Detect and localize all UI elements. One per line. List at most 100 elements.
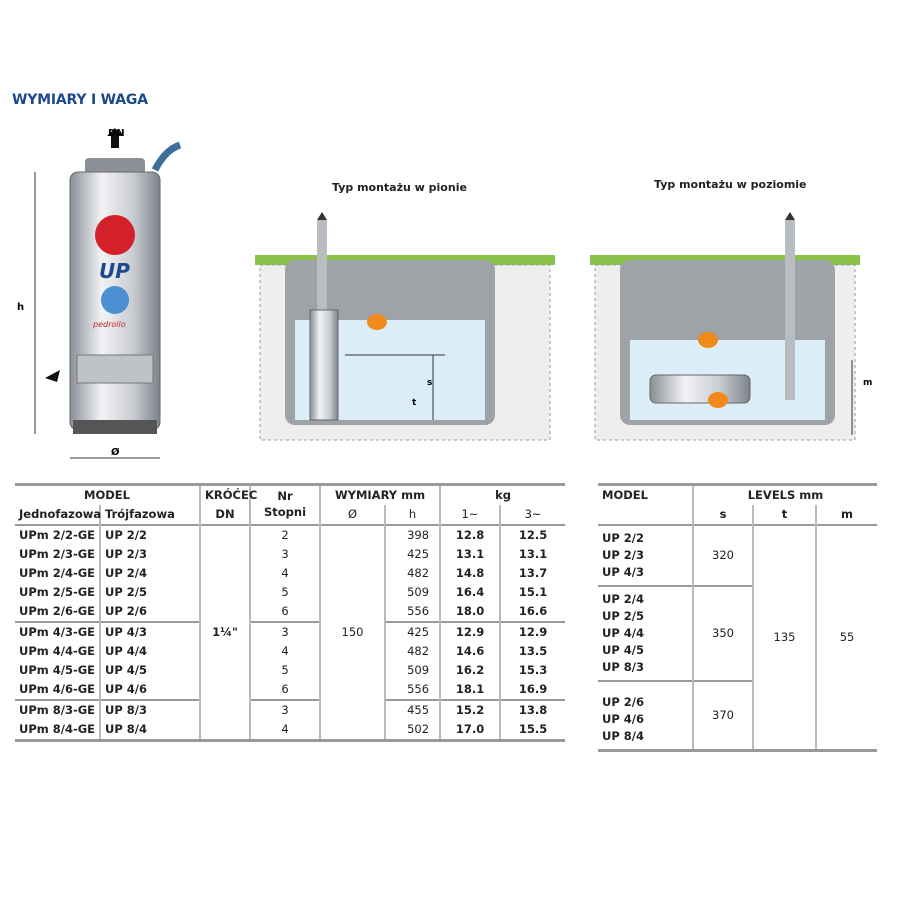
levels-header-t: t — [752, 505, 816, 525]
three-phase-model: UP 4/6 — [98, 680, 201, 700]
weight-single-phase: 16.4 — [439, 583, 501, 602]
weight-three-phase: 16.6 — [499, 602, 566, 622]
single-phase-model: UPm 2/6-GE — [19, 604, 96, 618]
dn-label: DN — [108, 128, 125, 139]
height-value: 482 — [384, 564, 441, 583]
levels-header-levels: LEVELS mm — [691, 484, 878, 505]
outlet-dn-value: 1¼" — [199, 525, 251, 741]
weight-single-phase: 14.8 — [439, 564, 501, 583]
t-label: t — [412, 398, 417, 408]
height-value: 556 — [384, 680, 441, 700]
single-phase-model: UPm 2/4-GE — [19, 566, 96, 580]
weight-three-phase: 15.3 — [499, 661, 566, 680]
height-value: 425 — [384, 621, 441, 642]
levels-model: UP 2/4 — [602, 592, 644, 606]
weight-three-phase: 16.9 — [499, 680, 566, 700]
height-value: 482 — [384, 642, 441, 661]
pump-drawing: UP pedrollo DN h Ø — [17, 128, 182, 459]
weight-three-phase: 13.8 — [499, 699, 566, 720]
header-weight: kg — [439, 484, 566, 505]
stages-value: 3 — [249, 545, 321, 564]
m-label: m — [863, 378, 872, 388]
three-phase-model: UP 8/3 — [98, 699, 201, 720]
horizontal-install-diagram: m — [590, 212, 872, 441]
three-phase-model: UP 4/4 — [98, 642, 201, 661]
levels-header-s: s — [692, 505, 753, 525]
weight-three-phase: 12.5 — [499, 525, 566, 545]
height-value: 455 — [384, 699, 441, 720]
weight-three-phase: 12.9 — [499, 621, 566, 642]
weight-three-phase: 15.5 — [499, 720, 566, 741]
arrow-up-icon — [107, 128, 123, 148]
brand-logo: UP — [99, 259, 130, 283]
weight-three-phase: 13.1 — [499, 545, 566, 564]
horizontal-install-caption: Typ montażu w poziomie — [654, 178, 807, 191]
levels-model: UP 2/2 — [602, 531, 644, 545]
three-phase-model: UP 2/5 — [98, 583, 201, 602]
s-value: 320 — [692, 525, 753, 586]
weight-three-phase: 13.7 — [499, 564, 566, 583]
three-phase-model: UP 4/5 — [98, 661, 201, 680]
stages-value: 5 — [249, 583, 321, 602]
diameter-label: Ø — [111, 446, 120, 458]
stages-value: 6 — [249, 680, 321, 700]
levels-model: UP 2/5 — [602, 609, 644, 623]
weight-three-phase: 15.1 — [499, 583, 566, 602]
weight-single-phase: 14.6 — [439, 642, 501, 661]
three-phase-model: UP 8/4 — [98, 720, 201, 741]
levels-model: UP 8/3 — [602, 660, 644, 674]
single-phase-model: UPm 2/5-GE — [19, 585, 96, 599]
height-value: 556 — [384, 602, 441, 622]
weight-single-phase: 18.0 — [439, 602, 501, 622]
vertical-install-diagram: s t — [255, 212, 555, 441]
t-value: 135 — [752, 525, 816, 751]
levels-model: UP 4/4 — [602, 626, 644, 640]
levels-model: UP 4/6 — [602, 712, 644, 726]
stages-value: 4 — [249, 720, 321, 741]
single-phase-model: UPm 8/3-GE — [15, 699, 100, 720]
stages-value: 4 — [249, 564, 321, 583]
header-kg3: 3~ — [499, 505, 566, 525]
diameter-value: 150 — [319, 525, 386, 741]
three-phase-model: UP 2/2 — [98, 525, 201, 545]
s-label: s — [427, 378, 432, 388]
weight-three-phase: 13.5 — [499, 642, 566, 661]
single-phase-model: UPm 4/4-GE — [19, 644, 96, 658]
three-phase-model: UP 4/3 — [98, 621, 201, 642]
weight-single-phase: 16.2 — [439, 661, 501, 680]
header-single-phase: Jednofazowa — [19, 507, 102, 521]
levels-model: UP 8/4 — [602, 729, 644, 743]
header-model: MODEL — [84, 488, 130, 502]
page-title: WYMIARY I WAGA — [12, 92, 148, 108]
weight-single-phase: 18.1 — [439, 680, 501, 700]
three-phase-model: UP 2/3 — [98, 545, 201, 564]
header-three-phase: Trójfazowa — [98, 505, 201, 525]
vertical-install-caption: Typ montażu w pionie — [332, 181, 467, 194]
height-label: h — [17, 302, 24, 313]
levels-header-m: m — [814, 505, 878, 525]
header-dn: DN — [199, 505, 251, 525]
stages-value: 3 — [249, 699, 321, 720]
stages-value: 5 — [249, 661, 321, 680]
stages-value: 6 — [249, 602, 321, 622]
single-phase-model: UPm 4/5-GE — [19, 663, 96, 677]
single-phase-model: UPm 2/3-GE — [19, 547, 96, 561]
three-phase-model: UP 2/4 — [98, 564, 201, 583]
m-value: 55 — [814, 525, 878, 751]
height-value: 398 — [384, 525, 441, 545]
header-outlet: KRÓĆEC — [199, 484, 257, 505]
stages-value: 3 — [249, 621, 321, 642]
